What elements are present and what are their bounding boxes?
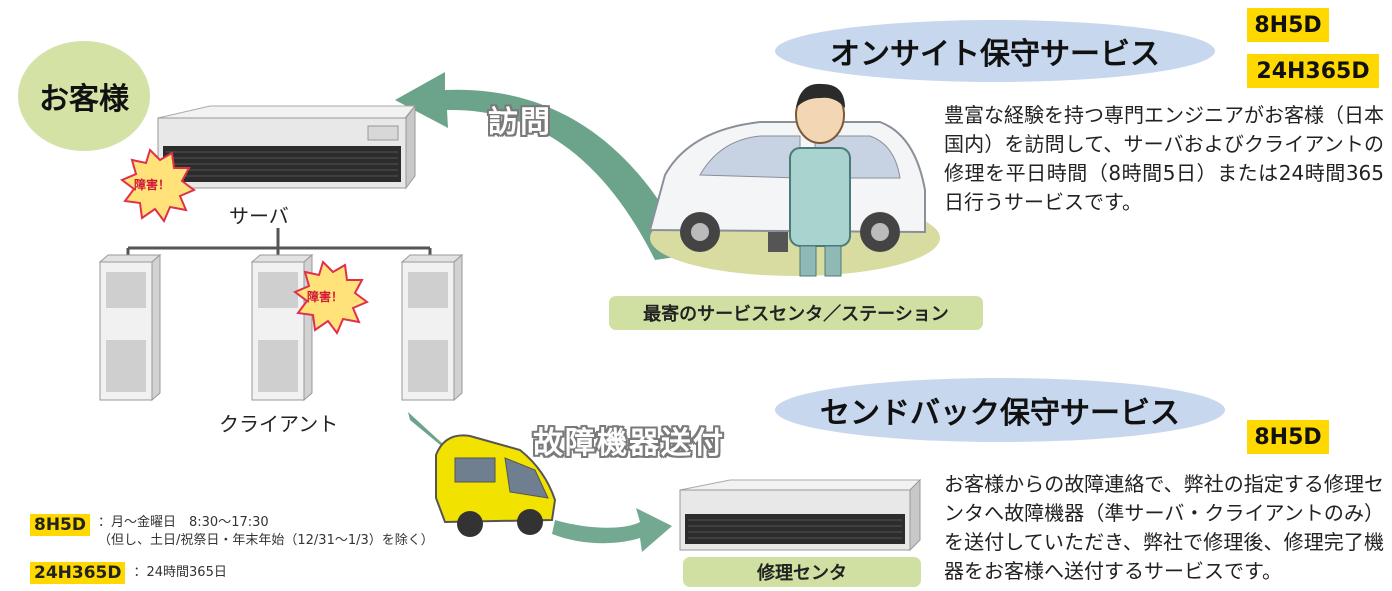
client-label: クライアント (219, 412, 339, 436)
onsite-description: 豊富な経験を持つ専門エンジニアがお客様（日本国内）を訪問して、サーバおよびクライ… (944, 103, 1384, 214)
sendback-arrow-label: 故障機器送付 (533, 426, 725, 461)
failure-label-client: 障害！ (307, 290, 344, 304)
sendback-title: センドバック保守サービス (775, 378, 1225, 442)
failure-burst-icon (120, 148, 196, 223)
legend-badge: 24H365D (30, 562, 126, 584)
onsite-badge-24h365d: 24H365D (1247, 54, 1379, 88)
legend-text: ：月～金曜日 8:30～17:30 (98, 515, 269, 530)
failure-label-server: 障害！ (134, 178, 171, 192)
sendback-badge-8h5d: 8H5D (1247, 420, 1329, 454)
client-pc-icon (250, 253, 314, 402)
station-label: 最寄のサービスセンタ／ステーション (609, 296, 983, 330)
server-icon (157, 104, 417, 190)
sendback-arrow-icon (552, 508, 672, 552)
legend-note: （但し、土日/祝祭日・年末年始（12/31～1/3）を除く） (98, 533, 434, 548)
sendback-description: お客様からの故障連絡で、弊社の指定する修理センタへ故障機器（準サーバ・クライアン… (944, 472, 1384, 583)
server-label: サーバ (229, 204, 289, 228)
repair-server-icon (679, 478, 922, 552)
delivery-van-icon (435, 434, 557, 537)
customer-label: お客様 (18, 41, 150, 151)
legend-row-8h5d: 8H5D ：月～金曜日 8:30～17:30 （但し、土日/祝祭日・年末年始（1… (30, 514, 434, 550)
legend-text: ：24時間365日 (133, 565, 227, 580)
engineer-with-car-icon (648, 83, 940, 277)
onsite-title: オンサイト保守サービス (775, 20, 1215, 82)
client-pc-icon (98, 253, 162, 402)
failure-burst-icon (293, 260, 369, 335)
visit-arrow-label: 訪問 (488, 105, 552, 140)
legend-badge: 8H5D (30, 514, 90, 536)
onsite-badge-8h5d: 8H5D (1247, 8, 1329, 42)
client-pc-icon (400, 253, 464, 402)
repair-center-label: 修理センタ (683, 557, 921, 587)
legend-row-24h365d: 24H365D ：24時間365日 (30, 562, 227, 584)
